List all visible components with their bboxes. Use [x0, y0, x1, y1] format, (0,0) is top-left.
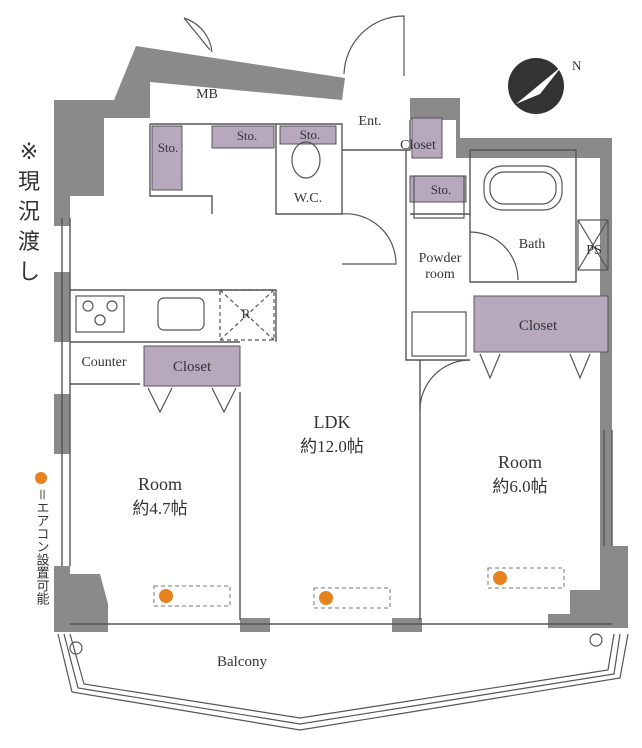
- label-fridge: R: [242, 306, 251, 321]
- fixtures: [75, 141, 609, 357]
- ac-marker-right: [493, 571, 507, 585]
- ac-legend-text: ＝エアコン設置可能: [33, 488, 49, 606]
- side-note: ※ 現 況 渡 し: [14, 138, 44, 288]
- wc-door: [341, 213, 397, 265]
- ac-legend: ＝エアコン設置可能: [30, 472, 52, 605]
- balcony-rail: [57, 633, 629, 731]
- closet-ent: [411, 117, 443, 159]
- label-mb: MB: [196, 87, 218, 102]
- toilet: [291, 141, 321, 179]
- label-sto2: Sto.: [237, 128, 258, 143]
- mb-door: [183, 17, 213, 53]
- fridge: [219, 289, 275, 341]
- washer: [413, 175, 465, 219]
- label-sto1: Sto.: [158, 140, 179, 155]
- ldk-door: [419, 359, 471, 411]
- wall-topleft: [54, 46, 345, 218]
- washbasin: [411, 311, 467, 357]
- label-closet-ent: Closet: [400, 138, 436, 153]
- ps-box: [577, 219, 609, 271]
- side-note-char: 現: [17, 170, 40, 195]
- closet-right: [473, 295, 609, 353]
- label-powder-room: room: [425, 267, 455, 282]
- side-note-char: ※: [19, 140, 39, 165]
- column-mid2: [392, 618, 422, 632]
- label-wc: W.C.: [294, 191, 322, 206]
- compass-icon: N: [508, 58, 582, 114]
- bath-door: [469, 231, 519, 281]
- entrance-door: [343, 15, 405, 76]
- side-note-char: 況: [17, 200, 40, 225]
- closet-right-door1: [479, 353, 501, 380]
- label-sto3: Sto.: [300, 127, 321, 142]
- label-balcony: Balcony: [217, 654, 267, 670]
- label-ldk-size: 約12.0帖: [300, 437, 364, 456]
- compass-label: N: [572, 58, 582, 73]
- room-labels: MB Sto. Sto. Sto. W.C. Ent. Closet Sto. …: [81, 87, 601, 670]
- ac-marker-ldk: [319, 591, 333, 605]
- label-ent: Ent.: [359, 114, 382, 129]
- side-note-char: し: [17, 260, 40, 285]
- label-ps: PS: [586, 243, 602, 258]
- label-ldk: LDK: [314, 412, 351, 432]
- column-mid1: [240, 618, 270, 632]
- side-note-char: 渡: [17, 230, 40, 255]
- wall-bottomright: [548, 546, 628, 628]
- closet-right-door2: [569, 353, 591, 380]
- label-room-right: Room: [498, 452, 542, 472]
- ac-markers: [153, 567, 565, 609]
- bathtub-inner: [489, 171, 557, 205]
- closet-left-door1: [147, 387, 173, 414]
- closet-left-door2: [211, 387, 237, 414]
- storage-areas: [143, 117, 609, 387]
- sink: [157, 297, 205, 331]
- label-powder: Powder: [419, 251, 462, 266]
- wall-bottomleft: [54, 566, 108, 632]
- label-counter: Counter: [81, 355, 126, 370]
- doors: [147, 15, 591, 414]
- wall-topright-strip: [410, 98, 460, 118]
- sto-top: [211, 125, 275, 149]
- label-room-left-size: 約4.7帖: [132, 499, 187, 518]
- ac-marker-left: [159, 589, 173, 603]
- sto-wc: [279, 125, 337, 145]
- label-closet-right: Closet: [519, 318, 558, 334]
- label-bath: Bath: [519, 237, 545, 252]
- closet-left: [143, 345, 241, 387]
- bathtub: [483, 165, 563, 211]
- label-closet-left: Closet: [173, 359, 212, 375]
- stove: [75, 295, 125, 333]
- label-room-right-size: 約6.0帖: [492, 477, 547, 496]
- ac-legend-dot: [35, 472, 47, 484]
- sto-left: [151, 125, 183, 191]
- label-room-left: Room: [138, 474, 182, 494]
- wall-topright: [410, 98, 612, 546]
- label-sto4: Sto.: [431, 182, 452, 197]
- exterior-walls: [54, 46, 628, 632]
